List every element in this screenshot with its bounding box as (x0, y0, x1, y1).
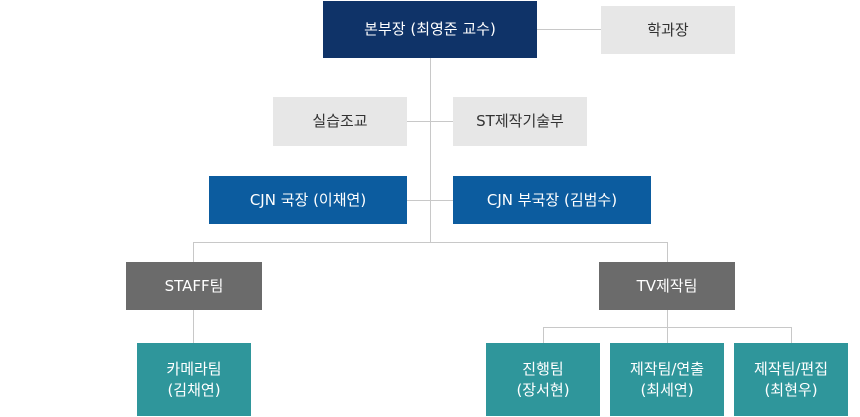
st-dept-box: ST제작기술부 (453, 97, 587, 146)
editing-team-label: 제작팀/편집 (최현우) (753, 359, 829, 399)
directing-team-label: 제작팀/연출 (최세연) (629, 359, 705, 399)
dean-label: 학과장 (647, 20, 689, 39)
progress-team-box: 진행팀 (장서현) (486, 343, 600, 416)
vice-director-box: CJN 부국장 (김범수) (453, 176, 651, 224)
head-box: 본부장 (최영준 교수) (323, 1, 537, 58)
editing-team-box: 제작팀/편집 (최현우) (734, 343, 848, 416)
lab-assistant-label: 실습조교 (312, 112, 368, 130)
vice-director-label: CJN 부국장 (김범수) (486, 190, 618, 209)
directing-team-box: 제작팀/연출 (최세연) (610, 343, 724, 416)
camera-team-label: 카메라팀 (김채연) (166, 359, 222, 399)
tv-team-label: TV제작팀 (636, 276, 698, 295)
director-box: CJN 국장 (이채연) (209, 176, 407, 224)
tv-team-box: TV제작팀 (599, 262, 735, 310)
staff-team-box: STAFF팀 (126, 262, 262, 310)
head-label: 본부장 (최영준 교수) (364, 20, 496, 38)
dean-box: 학과장 (601, 6, 735, 54)
lab-assistant-box: 실습조교 (273, 97, 407, 146)
director-label: CJN 국장 (이채연) (249, 190, 367, 209)
staff-team-label: STAFF팀 (164, 276, 224, 295)
progress-team-label: 진행팀 (장서현) (516, 359, 570, 399)
camera-team-box: 카메라팀 (김채연) (137, 343, 251, 416)
st-dept-label: ST제작기술부 (476, 112, 564, 130)
